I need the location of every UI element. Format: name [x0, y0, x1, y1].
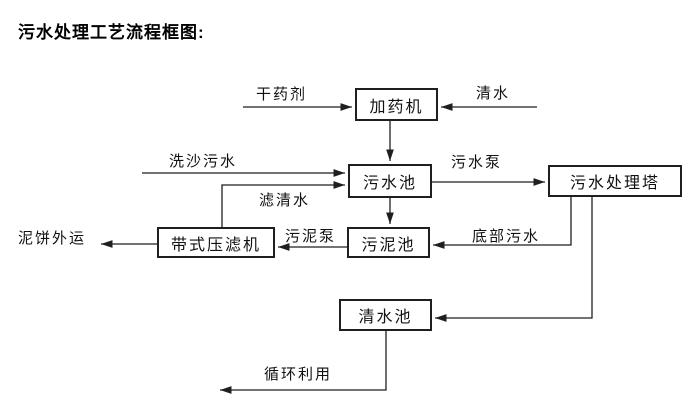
node-clean-water-pool: 清水池: [339, 299, 432, 331]
edge-label-mud-cake-out: 泥饼外运: [18, 230, 87, 247]
edge-label-filtered-water: 滤清水: [259, 192, 311, 209]
edge-label-sand-washing-sewage: 洗沙污水: [169, 153, 238, 170]
edge-label-sludge-pump: 污泥泵: [285, 228, 337, 245]
edge-clean-water-pool-to-recycle: [220, 331, 387, 394]
edge-label-clean-water: 清水: [476, 85, 511, 102]
node-sludge-pool: 污泥池: [347, 227, 430, 258]
edge-label-bottom-sewage: 底部污水: [472, 228, 541, 245]
page-title: 污水处理工艺流程框图:: [18, 23, 205, 42]
node-belt-filter-press: 带式压滤机: [157, 227, 275, 258]
node-dosing-machine: 加药机: [355, 88, 438, 121]
edge-label-sewage-pump: 污水泵: [451, 154, 503, 171]
edge-label-recycle: 循环利用: [264, 366, 333, 383]
edge-filtered-water-to-sewage-pool: [221, 181, 345, 227]
edge-tower-to-clean-water-pool: [435, 197, 593, 322]
node-sewage-pool: 污水池: [348, 164, 432, 198]
node-treatment-tower: 污水处理塔: [548, 165, 682, 197]
edge-bottom-sewage-to-sludge-pool: [433, 197, 572, 249]
edge-label-dry-chemical: 干药剂: [256, 86, 308, 103]
